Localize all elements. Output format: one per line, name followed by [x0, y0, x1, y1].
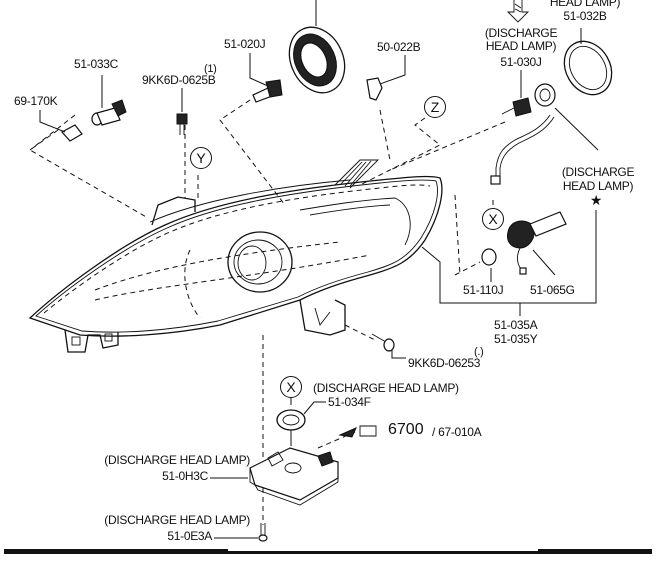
label-51-110j: 51-110J — [463, 283, 504, 297]
footer-rule — [4, 549, 652, 554]
label-discharge-socket-note1: (DISCHARGE — [484, 26, 558, 40]
label-9kk6d-0625b: 9KK6D-0625B — [142, 73, 216, 87]
label-51-065g: 51-065G — [530, 283, 575, 297]
bulb-51-110j — [481, 248, 497, 282]
label-67-010a: / 67-010A — [432, 425, 482, 439]
callout-x-bottom: X — [280, 376, 302, 398]
label-51-0e3a-note: (DISCHARGE HEAD LAMP) — [104, 513, 250, 527]
label-51-035a: 51-035A — [494, 318, 538, 332]
headlamp-assembly — [28, 159, 443, 353]
ballast-unit-51-0h3c — [210, 447, 339, 506]
star-marker-icon: ★ — [589, 192, 603, 208]
label-69-170k: 69-170K — [14, 94, 58, 108]
label-50-022b: 50-022B — [377, 40, 421, 54]
headlamp-assy-leader — [421, 210, 597, 316]
label-51-034f-note: (DISCHARGE HEAD LAMP) — [313, 381, 459, 395]
callout-y: Y — [190, 147, 212, 169]
socket-51-020j — [249, 53, 283, 103]
clip-50-022b — [366, 55, 406, 101]
label-discharge-star-note1: (DISCHARGE — [561, 165, 635, 179]
label-51-0h3c: 51-0H3C — [162, 469, 208, 483]
label-9kk6d-06253: 9KK6D-06253 — [408, 356, 481, 370]
label-screw-top-qty: (1) — [204, 63, 217, 75]
label-51-0h3c-note: (DISCHARGE HEAD LAMP) — [104, 453, 250, 467]
label-6700: 6700 — [388, 421, 424, 438]
label-51-034f: 51-034F — [328, 395, 371, 409]
callout-z: Z — [424, 96, 446, 118]
cap-51-034f — [276, 398, 326, 446]
label-discharge-star-note2: HEAD LAMP) — [562, 179, 634, 193]
assembly-dashed-lines — [29, 99, 506, 525]
arrow-down — [506, 0, 530, 23]
label-51-0e3a: 51-0E3A — [167, 529, 212, 543]
label-51-033c: 51-033C — [74, 57, 118, 71]
connector-6700 — [338, 425, 377, 438]
wire-harness — [490, 114, 555, 185]
callout-x-right: X — [482, 208, 504, 230]
socket-51-033c — [91, 75, 127, 126]
label-discharge-socket-note2: HEAD LAMP) — [485, 39, 557, 53]
retaining-ring-51-032b — [563, 28, 613, 96]
label-51-020j: 51-020J — [224, 37, 266, 51]
seal-cover — [288, 0, 346, 94]
label-discharge-top-note: HEAD LAMP) — [549, 0, 621, 9]
harness-51-065g — [507, 211, 567, 276]
discharge-socket-51-030j — [501, 70, 599, 151]
bulb-69-170k — [39, 110, 83, 142]
screw-9kk6d-06253 — [371, 333, 406, 359]
label-51-030j: 51-030J — [500, 55, 542, 69]
screw-51-0e3a — [214, 523, 268, 542]
label-screw-bottom-qty: (.) — [474, 346, 484, 358]
screw-9kk6d-0625b — [176, 88, 188, 135]
label-51-035y: 51-035Y — [494, 332, 538, 346]
label-51-032b: 51-032B — [563, 9, 607, 23]
